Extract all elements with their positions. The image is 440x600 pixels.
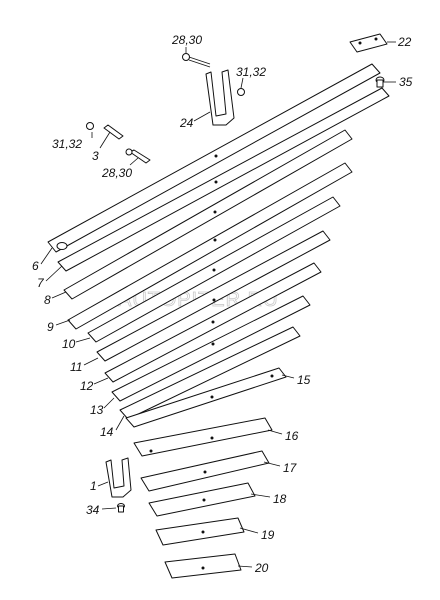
callout-7: 7 [37,276,45,290]
callout-labels: 22 28,30 31,32 35 24 31,32 3 28,30 6 7 8… [32,33,413,575]
part-28-30-bolt-left [125,148,151,164]
callout-1: 1 [90,479,97,493]
part-28-30-bolt-top [182,53,211,68]
callout-8: 8 [44,293,51,307]
callout-9: 9 [47,320,54,334]
callout-16: 16 [285,429,299,443]
leader-lines [40,41,396,568]
callout-31-32-top: 31,32 [236,65,266,79]
callout-11: 11 [70,360,82,374]
callout-28-30-left: 28,30 [101,166,132,180]
leaf-11 [96,230,331,362]
callout-31-32-left: 31,32 [52,137,82,151]
leaf-8 [63,129,353,300]
callout-17: 17 [283,461,298,475]
part-3-pin [103,124,124,140]
callout-34: 34 [86,503,100,517]
leaf-20 [164,553,242,579]
callout-15: 15 [297,373,311,387]
callout-18: 18 [273,492,287,506]
callout-28-30-top: 28,30 [171,33,202,47]
part-31-32-nut-left [86,122,94,130]
leaf-16 [133,417,273,457]
leaf-15 [125,367,287,428]
callout-20: 20 [254,561,269,575]
part-1-clamp [105,457,132,498]
callout-12: 12 [80,379,94,393]
part-35-bolt [375,76,385,88]
leaf-14 [119,326,301,420]
callout-24: 24 [179,116,194,130]
leaf-eye [56,242,68,250]
leaf-18 [148,482,256,517]
callout-14: 14 [100,425,114,439]
callout-3: 3 [92,149,99,163]
callout-13: 13 [90,403,104,417]
leaf-17 [140,450,270,492]
leaf-19 [155,517,245,546]
callout-6: 6 [32,259,39,273]
leaf-7 [57,87,390,272]
callout-19: 19 [261,528,275,542]
callout-35: 35 [399,75,413,89]
callout-22: 22 [397,35,412,49]
leaf-13 [111,295,311,402]
leaf-6-main-leaf [47,63,381,253]
part-31-32-nut-top [237,88,245,96]
part-24-clamp [205,69,235,126]
part-34-bolt [117,503,125,513]
leaf-9 [67,162,353,330]
part-22-plate [349,33,388,53]
callout-10: 10 [62,337,76,351]
